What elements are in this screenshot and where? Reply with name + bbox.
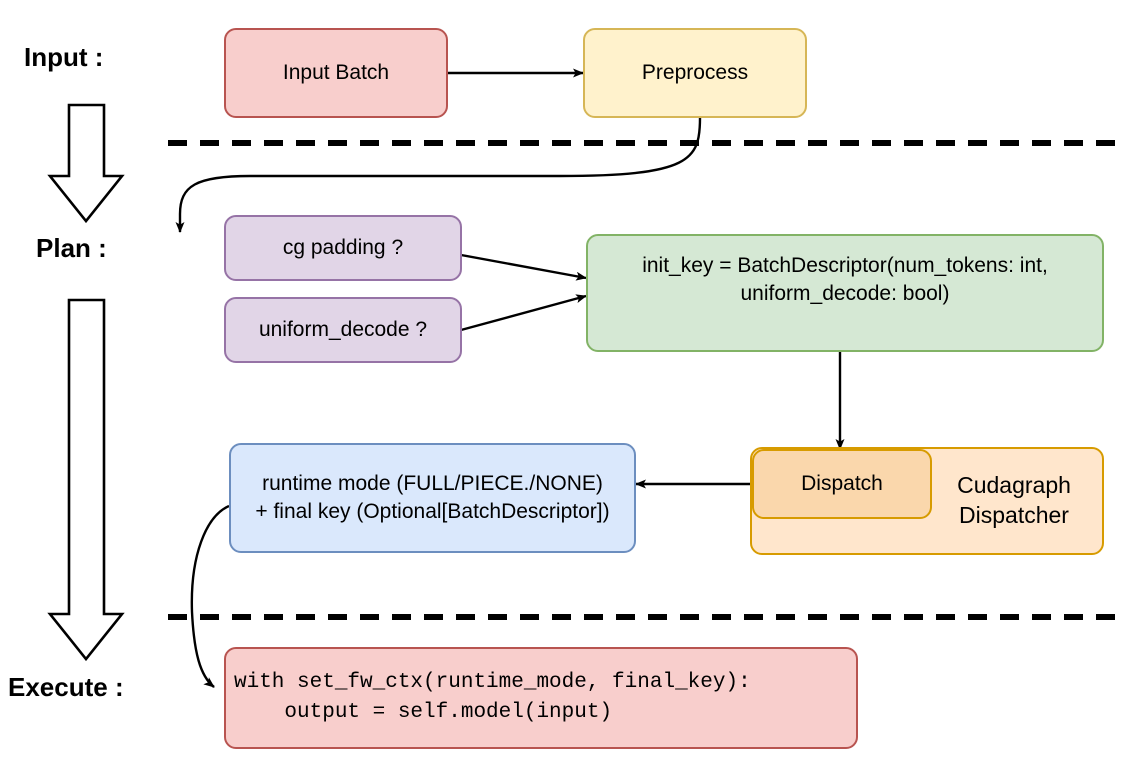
node-execute-code-label: with set_fw_ctx(runtime_mode, final_key)… <box>234 670 751 724</box>
node-preprocess-label: Preprocess <box>641 61 749 85</box>
node-cg-padding-label: cg padding ? <box>282 236 404 260</box>
flow-arrow-input-to-plan <box>47 103 125 224</box>
node-cudagraph-dispatcher-label: Cudagraph Dispatcher <box>957 472 1071 528</box>
node-uniform-decode-label: uniform_decode ? <box>258 318 428 342</box>
node-dispatch[interactable]: Dispatch <box>752 449 932 519</box>
node-dispatch-label: Dispatch <box>801 472 883 496</box>
node-runtime-mode[interactable]: runtime mode (FULL/PIECE./NONE) + final … <box>229 443 636 553</box>
node-cg-padding[interactable]: cg padding ? <box>224 215 462 281</box>
edge-uniform-decode-to-init-key <box>460 294 587 332</box>
node-runtime-mode-label: runtime mode (FULL/PIECE./NONE) + final … <box>255 472 610 523</box>
node-input-batch[interactable]: Input Batch <box>224 28 448 118</box>
node-init-key-label: init_key = BatchDescriptor(num_tokens: i… <box>642 254 1048 305</box>
stage-label-execute: Execute : <box>8 672 124 702</box>
stage-label-input: Input : <box>24 42 104 72</box>
node-input-batch-label: Input Batch <box>282 61 390 85</box>
node-init-key[interactable]: init_key = BatchDescriptor(num_tokens: i… <box>586 234 1104 352</box>
edge-cg-padding-to-init-key <box>460 253 587 281</box>
node-preprocess[interactable]: Preprocess <box>583 28 807 118</box>
node-uniform-decode[interactable]: uniform_decode ? <box>224 297 462 363</box>
flow-arrow-plan-to-execute <box>47 298 125 662</box>
stage-label-plan: Plan : <box>36 233 107 263</box>
node-execute-code[interactable]: with set_fw_ctx(runtime_mode, final_key)… <box>224 647 858 749</box>
